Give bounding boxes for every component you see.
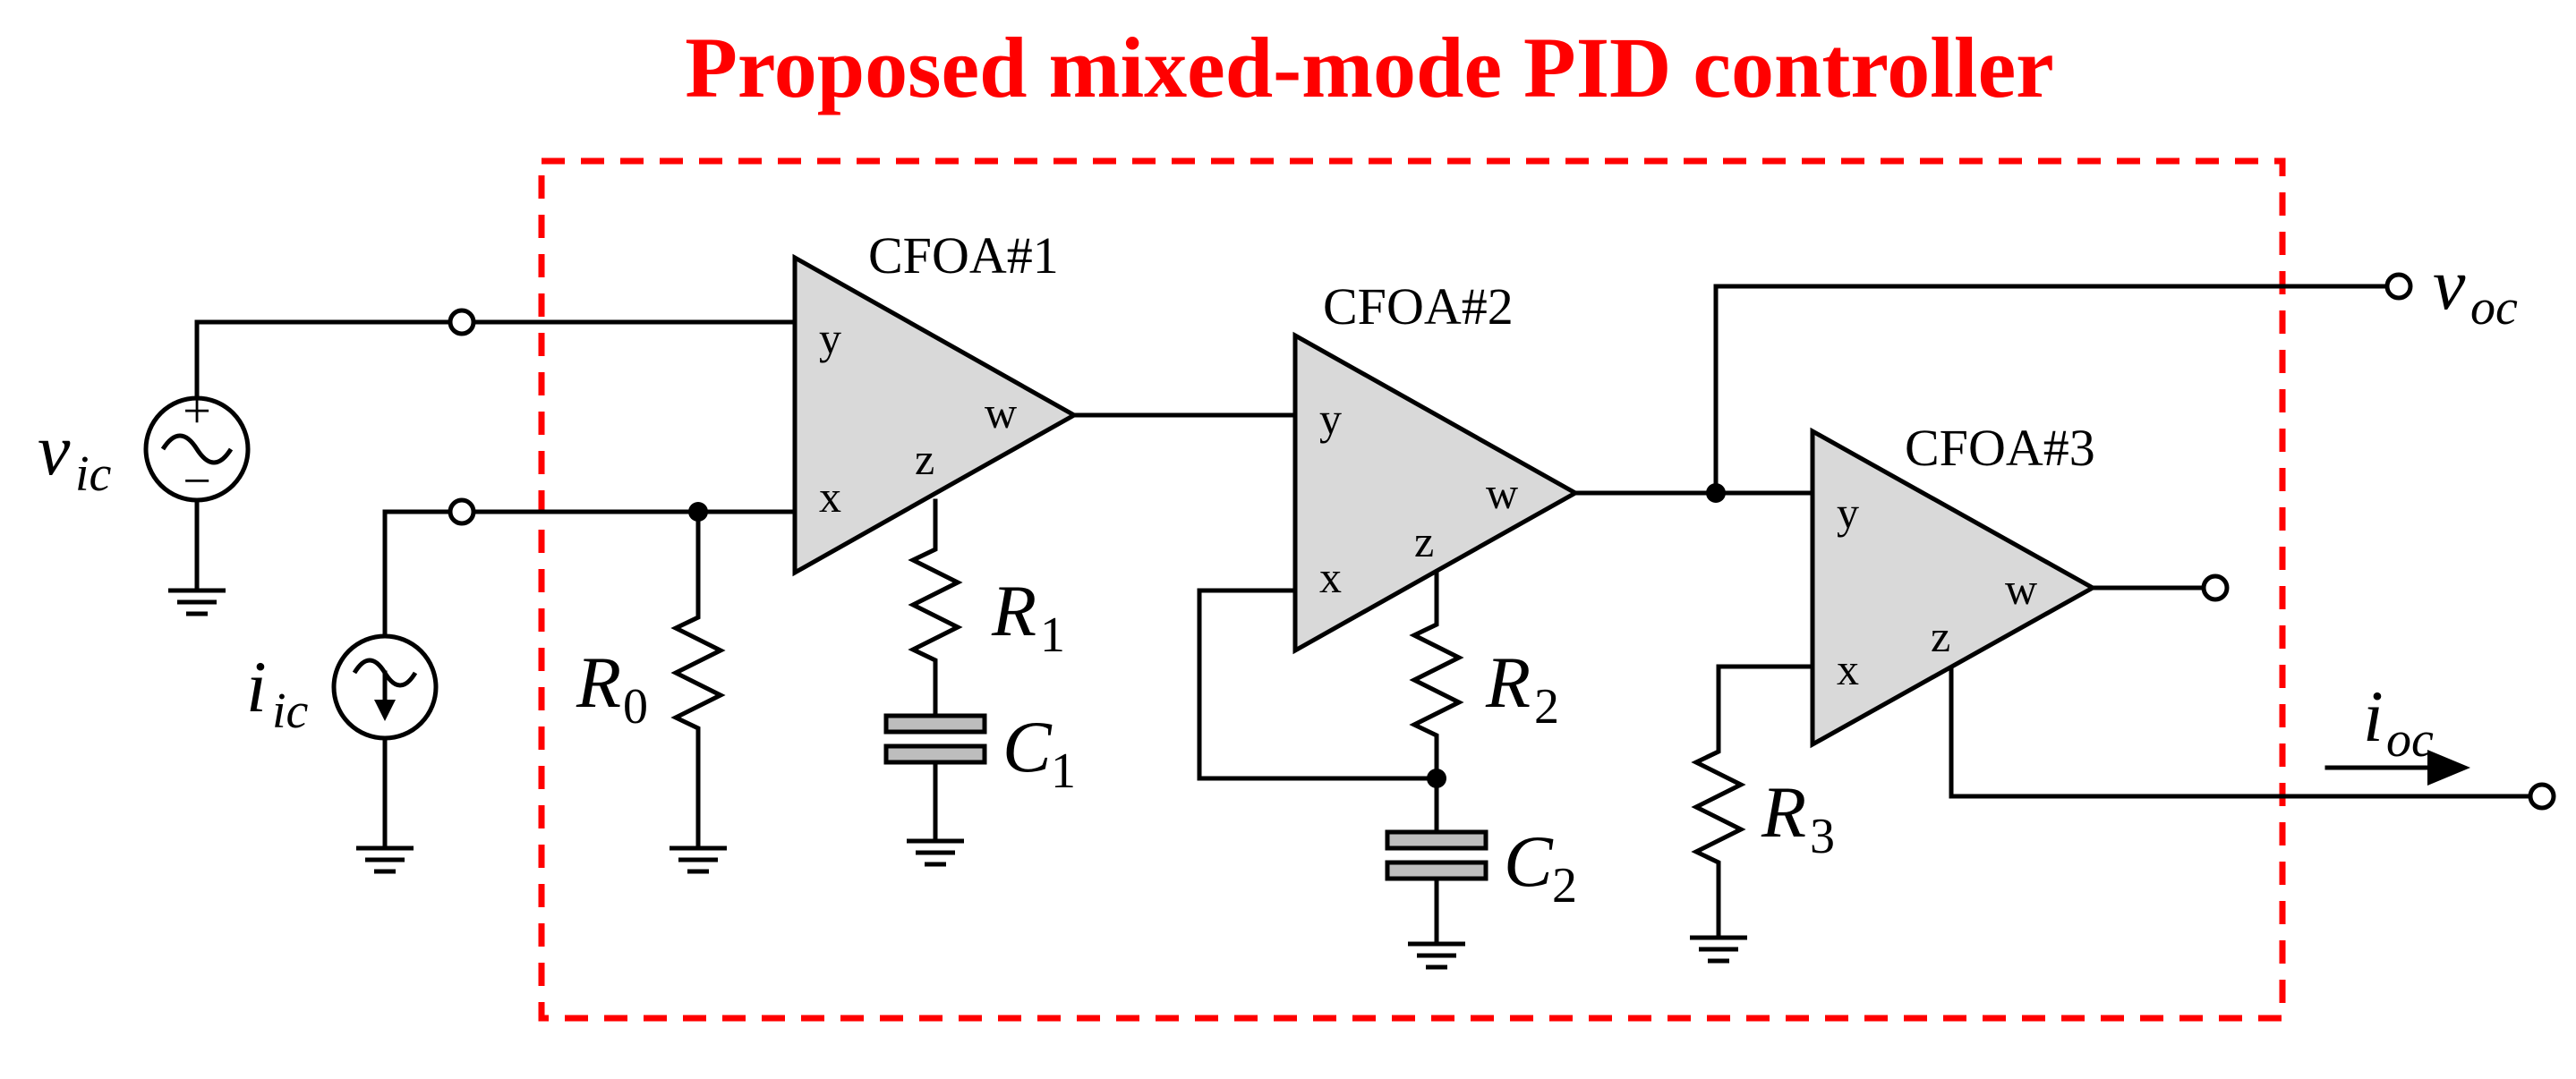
output-terminal-v[interactable] xyxy=(2384,272,2413,301)
signal-symbol: v xyxy=(38,409,71,490)
component-symbol: C xyxy=(1504,820,1554,902)
input-terminal-v[interactable] xyxy=(448,308,476,336)
output-terminal-i[interactable] xyxy=(2528,782,2556,811)
signal-label-voc: v oc xyxy=(2433,243,2518,336)
component-subscript: 2 xyxy=(1534,679,1559,735)
signal-label-ioc: i oc xyxy=(2363,675,2434,768)
resistor-r2 xyxy=(1409,570,1464,835)
signal-symbol: v xyxy=(2433,243,2466,325)
pin-w: w xyxy=(1486,468,1518,518)
component-symbol: R xyxy=(1485,641,1531,723)
component-label-r2: R 2 xyxy=(1485,641,1559,735)
amplifier-triangle xyxy=(792,253,1079,577)
pin-x: x xyxy=(819,472,841,522)
signal-subscript: ic xyxy=(75,446,112,502)
controller-boundary xyxy=(538,157,2286,1022)
signal-symbol: i xyxy=(2363,675,2384,757)
pin-z: z xyxy=(1414,516,1434,566)
amplifier-triangle xyxy=(1810,427,2098,749)
capacitor-c2 xyxy=(1385,829,1488,970)
current-arrow-ioc xyxy=(2324,750,2470,786)
pin-w: w xyxy=(2005,564,2037,614)
ground-icon xyxy=(168,588,226,616)
pin-w: w xyxy=(985,387,1017,438)
arrow-right-icon xyxy=(2427,750,2470,786)
ground-icon xyxy=(356,845,414,874)
plus-mark: + xyxy=(183,384,211,439)
junction-dot xyxy=(1427,769,1446,788)
voltage-source-vic: + − xyxy=(143,319,450,616)
cfoa-1: y x z w CFOA#1 xyxy=(792,226,1079,577)
component-symbol: R xyxy=(576,641,621,723)
pin-y: y xyxy=(819,313,841,363)
capacitor-c1 xyxy=(883,713,987,867)
signal-subscript: oc xyxy=(2386,712,2434,768)
output-terminal-w3[interactable] xyxy=(2201,573,2230,602)
amplifier-label: CFOA#3 xyxy=(1905,419,2095,477)
component-label-r0: R 0 xyxy=(576,641,648,735)
pin-x: x xyxy=(1837,644,1859,694)
component-symbol: C xyxy=(1002,706,1053,787)
component-symbol: R xyxy=(1761,771,1806,853)
ground-icon xyxy=(1690,935,1747,964)
amplifier-label: CFOA#1 xyxy=(868,226,1059,285)
pin-z: z xyxy=(1931,611,1950,661)
resistor-r0 xyxy=(670,509,727,874)
component-label-c2: C 2 xyxy=(1504,820,1577,913)
cfoa-2: y x z w CFOA#2 xyxy=(1292,277,1581,655)
pin-x: x xyxy=(1319,552,1342,602)
component-subscript: 0 xyxy=(623,679,648,735)
component-subscript: 2 xyxy=(1552,858,1577,913)
cfoa-3: y x z w CFOA#3 xyxy=(1810,419,2098,749)
signal-subscript: ic xyxy=(272,684,309,739)
diagram-title: Proposed mixed-mode PID controller xyxy=(685,20,2054,115)
component-subscript: 1 xyxy=(1040,607,1065,663)
ground-icon xyxy=(670,845,727,874)
component-subscript: 1 xyxy=(1051,743,1076,799)
pin-z: z xyxy=(915,434,934,484)
component-label-c1: C 1 xyxy=(1002,706,1076,799)
component-symbol: R xyxy=(991,570,1036,651)
pin-y: y xyxy=(1837,488,1859,538)
resistor-r1 xyxy=(908,498,963,718)
component-label-r1: R 1 xyxy=(991,570,1065,663)
signal-subscript: oc xyxy=(2470,280,2518,336)
signal-symbol: i xyxy=(246,646,267,727)
input-terminal-i[interactable] xyxy=(448,497,476,526)
ground-icon xyxy=(907,838,964,867)
component-subscript: 3 xyxy=(1810,809,1835,864)
ground-icon xyxy=(1408,941,1465,970)
amplifier-label: CFOA#2 xyxy=(1323,277,1514,336)
component-label-r3: R 3 xyxy=(1761,771,1835,864)
signal-label-iic: i ic xyxy=(246,646,309,739)
current-source-iic xyxy=(331,509,450,874)
arrow-down-icon xyxy=(374,700,396,721)
pin-y: y xyxy=(1319,394,1342,444)
signal-label-vic: v ic xyxy=(38,409,112,502)
